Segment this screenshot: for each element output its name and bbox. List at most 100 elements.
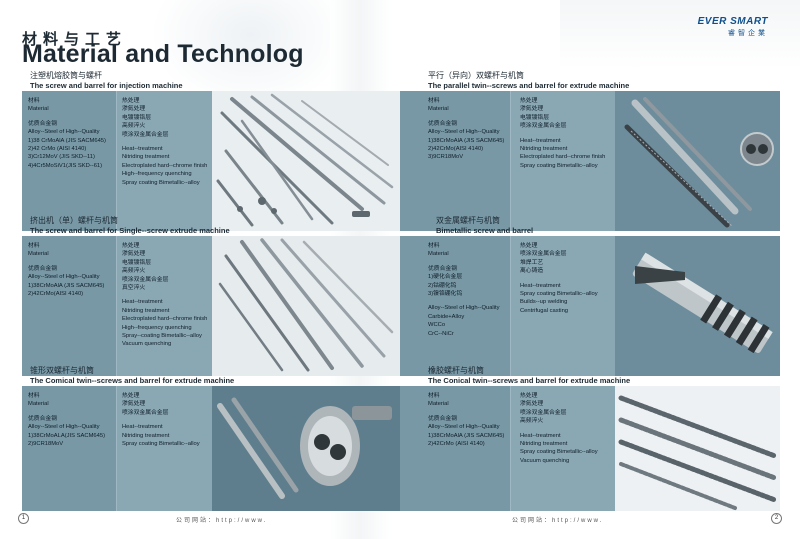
process-item-cn: 喷涂双金属合金层 <box>520 123 567 130</box>
material-item: 2)9CR18MoV <box>28 440 64 447</box>
material-label-cn: 材料 <box>28 393 40 399</box>
section-panel-injection: 材料 Material 优质合金钢 Alloy--Steel of High--… <box>22 91 400 231</box>
material-item: 1)38CrMoAlA (JIS SACM645) <box>428 137 505 144</box>
process-item-en: Heat--treatment <box>122 145 163 152</box>
process-column: 热处理 喷涂双金属合金层 堆焊工艺 离心铸造 Heat--treatment S… <box>510 236 615 376</box>
section-panel-bimetallic: 材料 Material 优质合金钢 1)硬化合金层 2)钴硼化钨 3)镍铬硼化钨… <box>400 236 780 376</box>
section-panel-single-screw: 材料 Material 优质合金钢 Alloy--Steel of High--… <box>22 236 400 376</box>
process-item-cn: 渗氮处理 <box>122 106 146 113</box>
process-item-en: High--frequency quenching <box>122 324 192 331</box>
process-item-cn: 喷涂双金属合金层 <box>520 409 567 416</box>
material-label-cn: 材料 <box>428 243 440 249</box>
material-item: 1)38CrMoALA(JIS SACM645) <box>28 432 105 439</box>
process-item-en: Builds--up welding <box>520 299 568 306</box>
process-item-en: Nitriding treatment <box>520 145 568 152</box>
process-item-cn: 电镀镀铬层 <box>520 114 549 121</box>
process-item-en: Heat--treatment <box>520 282 561 289</box>
material-item: 2)42 CrMo (AISI 4140) <box>28 145 87 152</box>
material-column: 材料 Material 优质合金钢 Alloy--Steel of High--… <box>22 236 116 376</box>
process-item-cn: 热处理 <box>520 393 538 399</box>
section-title-en: The parallel twin--screws and barrel for… <box>428 81 630 90</box>
material-item: 4)4Cr5MoSiV1(JIS SKD--61) <box>28 162 103 169</box>
page-number-right: 2 <box>771 513 782 524</box>
material-column: 材料 Material 优质合金钢 Alloy--Steel of High--… <box>400 91 510 231</box>
section-title-cn: 注塑机熔胶筒与螺杆 <box>30 71 102 80</box>
section-title-en: The screw and barrel for injection machi… <box>30 81 183 90</box>
section-title-en: The Comical twin--screws and barrel for … <box>30 376 235 385</box>
material-item: 1)38 CrMoAlA (JIS SACM645) <box>28 137 106 144</box>
process-item-cn: 电镀镀铬层 <box>122 259 151 266</box>
process-item-en: High--frequency quenching <box>122 171 192 178</box>
brand-name-cn: 睿智企業 <box>728 30 768 37</box>
material-item-cn: 3)镍铬硼化钨 <box>428 290 463 297</box>
process-item-en: Vacuum quenching <box>520 457 570 464</box>
product-photo-parallel-twin <box>615 91 780 231</box>
section-title-cn: 双金属螺杆与机筒 <box>436 216 500 225</box>
section-panel-comical-twin: 材料 Material 优质合金钢 Alloy--Steel of High--… <box>22 386 400 511</box>
material-label-cn: 材料 <box>28 243 40 249</box>
steel-label-cn: 优质合金钢 <box>28 415 57 422</box>
material-item: 2)42CrMo(AISI 4140) <box>28 290 84 297</box>
process-item-en: Nitriding treatment <box>122 307 170 314</box>
section-title-cn: 挤出机（单）螺杆与机筒 <box>30 216 118 225</box>
material-column: 材料 Material 优质合金钢 Alloy--Steel of High--… <box>22 386 116 511</box>
process-item-cn: 真空淬火 <box>122 284 146 291</box>
material-item: 2)42CrMo(AISI 4140) <box>428 145 484 152</box>
process-item-en: Electroplated hard--chrome finish <box>122 316 208 323</box>
material-label-en: Material <box>428 106 449 113</box>
process-item-cn: 渗氮处理 <box>520 106 544 113</box>
website-right: 公司网站：http://www. <box>512 518 604 524</box>
material-label-en: Material <box>28 401 49 408</box>
process-item-en: Heat--treatment <box>520 137 561 144</box>
material-item: Alloy--Steel of High--Quality <box>28 129 100 136</box>
section-title-en: The Conical twin--screws and barrel for … <box>428 376 631 385</box>
material-item: Alloy--Steel of High--Quality <box>428 424 500 431</box>
section-panel-parallel-twin: 材料 Material 优质合金钢 Alloy--Steel of High--… <box>400 91 780 231</box>
process-item-cn: 高频淬火 <box>520 418 544 425</box>
process-item-en: Spray coating Bimetallic--alloy <box>122 440 200 447</box>
process-item-en: Spray coating Bimetallic--alloy <box>122 179 200 186</box>
process-item-cn: 电镀镀铬层 <box>122 114 151 121</box>
steel-label-cn: 优质合金钢 <box>428 265 457 272</box>
process-item-cn: 渗氮处理 <box>520 401 544 408</box>
material-label-cn: 材料 <box>28 98 40 104</box>
product-photo-injection-screws <box>212 91 400 231</box>
process-item-en: Heat--treatment <box>520 432 561 439</box>
process-item-en: Spray coating Bimetallic--alloy <box>520 290 598 297</box>
section-title-en: Bimetallic screw and barrel <box>436 226 534 235</box>
steel-label-cn: 优质合金钢 <box>428 120 457 127</box>
material-item: 3)Cr12MoV (JIS SKD--11) <box>28 154 95 161</box>
process-item-cn: 热处理 <box>520 243 538 249</box>
material-item: Alloy--Steel of High--Quality <box>428 305 500 312</box>
process-column: 热处理 渗氮处理 喷涂双金属合金层 高频淬火 Heat--treatment N… <box>510 386 615 511</box>
process-item-cn: 堆焊工艺 <box>520 259 544 266</box>
material-item: Alloy--Steel of High--Quality <box>28 274 100 281</box>
page-title-en: Material and Technolog <box>22 40 304 68</box>
material-label-en: Material <box>28 106 49 113</box>
product-photo-rubber-screws <box>615 386 780 511</box>
process-item-cn: 热处理 <box>122 98 140 104</box>
section-title-cn: 橡胶螺杆与机筒 <box>428 366 484 375</box>
process-item-en: Electroplated hard--chrome finish <box>520 154 606 161</box>
material-item: 2)42CrMo (AISI 4140) <box>428 440 485 447</box>
material-item: WCCo <box>428 322 446 329</box>
steel-label-cn: 优质合金钢 <box>28 265 57 272</box>
process-item-en: Nitriding treatment <box>122 432 170 439</box>
website-left: 公司网站：http://www. <box>176 518 268 524</box>
section-title-en: The screw and barrel for Single--screw e… <box>30 226 230 235</box>
process-item-cn: 喷涂双金属合金层 <box>122 276 169 283</box>
steel-label-cn: 优质合金钢 <box>28 120 57 127</box>
section-title-cn: 平行（异向）双螺杆与机筒 <box>428 71 524 80</box>
material-label-en: Material <box>28 251 49 258</box>
process-item-en: Vacuum quenching <box>122 341 172 348</box>
process-item-en: Centrifugal casting <box>520 307 569 314</box>
material-item-cn: 2)钴硼化钨 <box>428 282 457 289</box>
process-item-cn: 喷涂双金属合金层 <box>520 251 567 258</box>
material-item-cn: 1)硬化合金层 <box>428 274 463 281</box>
process-item-en: Spray coating Bimetallic--alloy <box>520 449 598 456</box>
material-column: 材料 Material 优质合金钢 Alloy--Steel of High--… <box>400 386 510 511</box>
process-item-en: Nitriding treatment <box>122 154 170 161</box>
material-item: 1)38CrMoAlA (JIS SACM645) <box>428 432 505 439</box>
material-item: Alloy--Steel of High--Quality <box>28 424 100 431</box>
process-column: 热处理 渗氮处理 电镀镀铬层 喷涂双金属合金层 Heat--treatment … <box>510 91 615 231</box>
